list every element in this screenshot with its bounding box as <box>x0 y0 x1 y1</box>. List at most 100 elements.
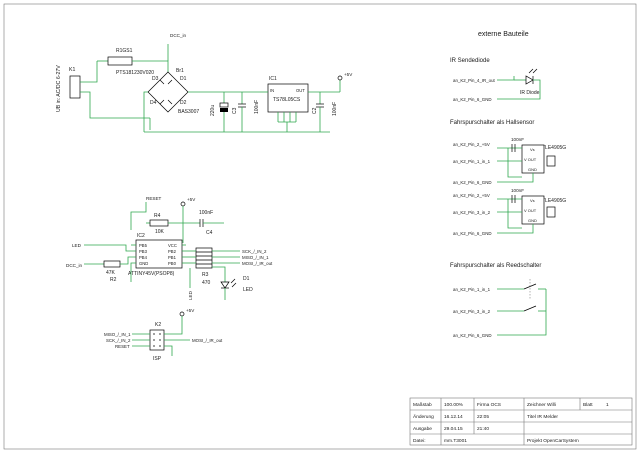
ic2-part: ATTINY45V(PSOP8) <box>128 271 175 277</box>
ic2-pin-left-0: PB5 <box>139 243 148 248</box>
power-supply-section: K1 UB in: AC/DC 6-27V R1GS1 PTS181230V02… <box>56 33 353 133</box>
c2-value: 100nF <box>332 102 338 116</box>
isp-header-k2 <box>149 329 165 351</box>
hall2-cap: 100nF <box>511 188 524 193</box>
reed-section: Fahrspurschalter als Reedschalter an_K2_… <box>450 263 547 338</box>
hall-sensor-2: an_K2_Pin_2_+5V an_K2_Pin_3_in_2 an_K2_P… <box>453 188 566 236</box>
hall1-vout: V OUT <box>524 157 537 162</box>
ic2-pin-left-3: GND <box>139 261 148 266</box>
ic1-label: IC1 <box>269 76 277 82</box>
ic1-in-pin: IN <box>270 88 274 93</box>
elko-value: 220u <box>210 105 216 116</box>
d1-part: LED <box>243 287 253 293</box>
resistor-network-r3 <box>195 247 213 269</box>
tb-aenderung-time: 22:05 <box>477 414 489 420</box>
drawing-border <box>3 3 637 450</box>
tb-datei-value: mm.T3001 <box>444 438 467 444</box>
tb-firma: Firma OCS <box>477 402 501 408</box>
ic2-label: IC2 <box>137 233 145 239</box>
d3-label: D3 <box>152 76 159 82</box>
tb-ausgabe-label: Ausgabe <box>413 426 432 432</box>
tb-aenderung-label: Änderung <box>413 413 434 420</box>
ic2-pin-right-0: VCC <box>168 243 177 248</box>
vcc-symbol-mcu <box>180 201 186 207</box>
tb-titel: Titel IR Melder <box>527 414 558 420</box>
tb-massstab-label: Maßstab <box>413 402 432 408</box>
tb-zeichner: Zeichner Willi <box>527 402 556 408</box>
r4-value: 10K <box>155 229 165 235</box>
hall2-vs: Vs <box>530 198 535 203</box>
vcc-symbol <box>337 75 343 81</box>
v5-power: +5V <box>344 72 353 77</box>
hall1-vs: Vs <box>530 147 535 152</box>
rn-label: R3 <box>202 272 209 278</box>
ic2-pin-right-2: PB1 <box>168 255 177 260</box>
tb-ausgabe-time: 21:40 <box>477 426 489 432</box>
ic2-pin-left-2: PB4 <box>139 255 148 260</box>
hall-sensor-1: Fahrspurschalter als Hallsensor an_K2_Pi… <box>450 120 566 185</box>
reed-pin3-net: an_K2_Pin_3_in_2 <box>453 309 491 314</box>
br1-label: Br1 <box>176 68 184 74</box>
reed-pin6-net: an_K2_Pin_6_GND <box>453 333 492 338</box>
isp-label: ISP <box>153 356 162 362</box>
hall2-gnd: GND <box>528 218 537 223</box>
isp-section: +5V K2 MISO_/_IN_1 SCK_/_IN_2 RESET MOSI… <box>104 308 223 362</box>
isp-miso-net: MISO_/_IN_1 <box>104 332 131 337</box>
r4-label: R4 <box>154 213 161 219</box>
r1-part: PTS181230V020 <box>116 70 154 76</box>
ir-diode-label: IR Diode <box>520 90 540 96</box>
reed-switch-2 <box>523 305 537 312</box>
hall2-part: TLE4905G <box>542 198 566 204</box>
input-voltage-label: UB in: AC/DC 6-27V <box>56 65 62 112</box>
reed-pin1-net: an_K2_Pin_1_in_1 <box>453 287 491 292</box>
hall2-vout: V OUT <box>524 208 537 213</box>
hall1-pin1-net: an_K2_Pin_1_in_1 <box>453 159 491 164</box>
v5-mcu: +5V <box>187 197 196 202</box>
sck-net-mcu: SCK_/_IN_2 <box>242 249 267 254</box>
tb-massstab-value: 100.00% <box>444 402 464 408</box>
mosi-net-mcu: MOSI_/_IR_out <box>242 261 273 266</box>
k1-label: K1 <box>69 67 75 73</box>
ir-pin6-net: an_K2_Pin_6_GND <box>453 97 492 102</box>
r2-label: R2 <box>110 277 117 283</box>
miso-net-mcu: MISO_/_IN_1 <box>242 255 269 260</box>
r1-name: R1GS1 <box>116 48 133 54</box>
r2-value: 47K <box>106 270 116 276</box>
c2-label: C2 <box>312 107 318 114</box>
d1-label: D1 <box>243 276 250 282</box>
d1-bridge-label: D1 <box>180 76 187 82</box>
reed-title: Fahrspurschalter als Reedschalter <box>450 263 541 269</box>
c4-label: C4 <box>206 230 213 236</box>
led-d1 <box>220 281 230 289</box>
microcontroller-ic2 <box>135 239 183 269</box>
tb-projekt: Projekt OpenCarSystem <box>527 438 579 444</box>
isp-sck-net: SCK_/_IN_2 <box>106 338 131 343</box>
tb-datei-label: Datei: <box>413 438 426 444</box>
fuse-r1gs1 <box>107 56 133 66</box>
tb-blatt: Blatt <box>583 402 593 408</box>
hall1-part: TLE4905G <box>542 145 566 151</box>
c3-label: C3 <box>232 107 238 114</box>
ir-title: IR Sendediode <box>450 58 490 64</box>
rn-value: 470 <box>202 280 211 286</box>
d4-label: D4 <box>150 100 157 106</box>
connector-k1 <box>69 75 81 99</box>
tb-blatt-value: 1 <box>606 402 609 408</box>
ic1-out-pin: OUT <box>296 88 305 93</box>
hall2-pin3-net: an_K2_Pin_3_in_2 <box>453 210 491 215</box>
ic2-pin-left-1: PB3 <box>139 249 148 254</box>
ir-diode-symbol <box>525 75 534 85</box>
led-net-left: LED <box>72 243 82 248</box>
ir-pin4-net: an_K2_Pin_4_IR_out <box>453 78 496 83</box>
d2-label: D2 <box>180 100 187 106</box>
ir-section: IR Sendediode an_K2_Pin_4_IR_out an_K2_P… <box>450 58 541 102</box>
dcc-in-top: DCC_in <box>170 33 187 38</box>
regulator-ic1 <box>267 83 309 113</box>
section-title: externe Bauteile <box>478 31 529 38</box>
dcc-in-mcu: DCC_in <box>66 263 83 268</box>
ic1-part: TS78L05CS <box>273 97 301 103</box>
hall1-gnd: GND <box>528 167 537 172</box>
hall1-pin6-net: an_K2_Pin_6_GND <box>453 180 492 185</box>
resistor-r4 <box>149 219 169 227</box>
v5-isp: +5V <box>186 308 195 313</box>
